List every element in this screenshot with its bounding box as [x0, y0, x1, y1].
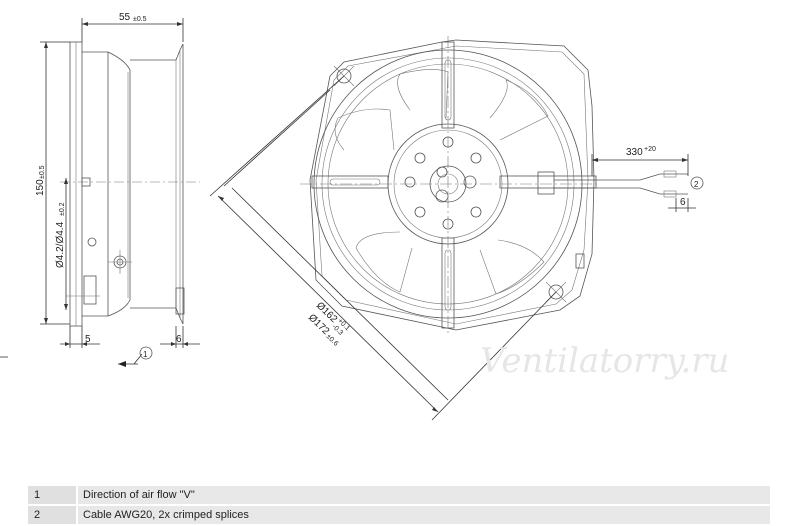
legend-table: 1 Direction of air flow "V" 2 Cable AWG2…: [28, 486, 770, 526]
cable-dim-6-label: 6: [680, 197, 686, 208]
marker-2: 2: [694, 180, 699, 189]
legend-text: Cable AWG20, 2x crimped splices: [78, 506, 770, 524]
height-dim-tol: ±0.5: [39, 165, 46, 179]
hole-dim-tol: ±0.2: [59, 202, 66, 216]
dim-5-label: 5: [85, 334, 91, 345]
side-view: 55 ±0.5 150 ±0.5 Ø4.2/Ø4.4 ±0.2 5 6: [0, 12, 200, 367]
hole-dim-label: Ø4.2/Ø4.4: [55, 221, 66, 268]
legend-row: 2 Cable AWG20, 2x crimped splices: [28, 506, 770, 524]
legend-text: Direction of air flow "V": [78, 486, 770, 504]
technical-drawing: 55 ±0.5 150 ±0.5 Ø4.2/Ø4.4 ±0.2 5 6: [0, 12, 729, 421]
legend-num: 2: [28, 506, 76, 524]
dia-172-tol: ±0.6: [325, 333, 340, 348]
marker-1: 1: [143, 350, 148, 359]
cable-dim-tol: +20: [644, 146, 656, 153]
dim-6-side-label: 6: [176, 334, 182, 345]
legend-num: 1: [28, 486, 76, 504]
watermark: Ventilatorry.ru: [480, 341, 729, 381]
legend-row: 1 Direction of air flow "V": [28, 486, 770, 504]
width-dim-label: 55: [119, 12, 131, 23]
height-dim-label: 150: [35, 179, 46, 196]
cable-dim-label: 330: [626, 147, 643, 158]
width-dim-tol: ±0.5: [133, 16, 147, 23]
